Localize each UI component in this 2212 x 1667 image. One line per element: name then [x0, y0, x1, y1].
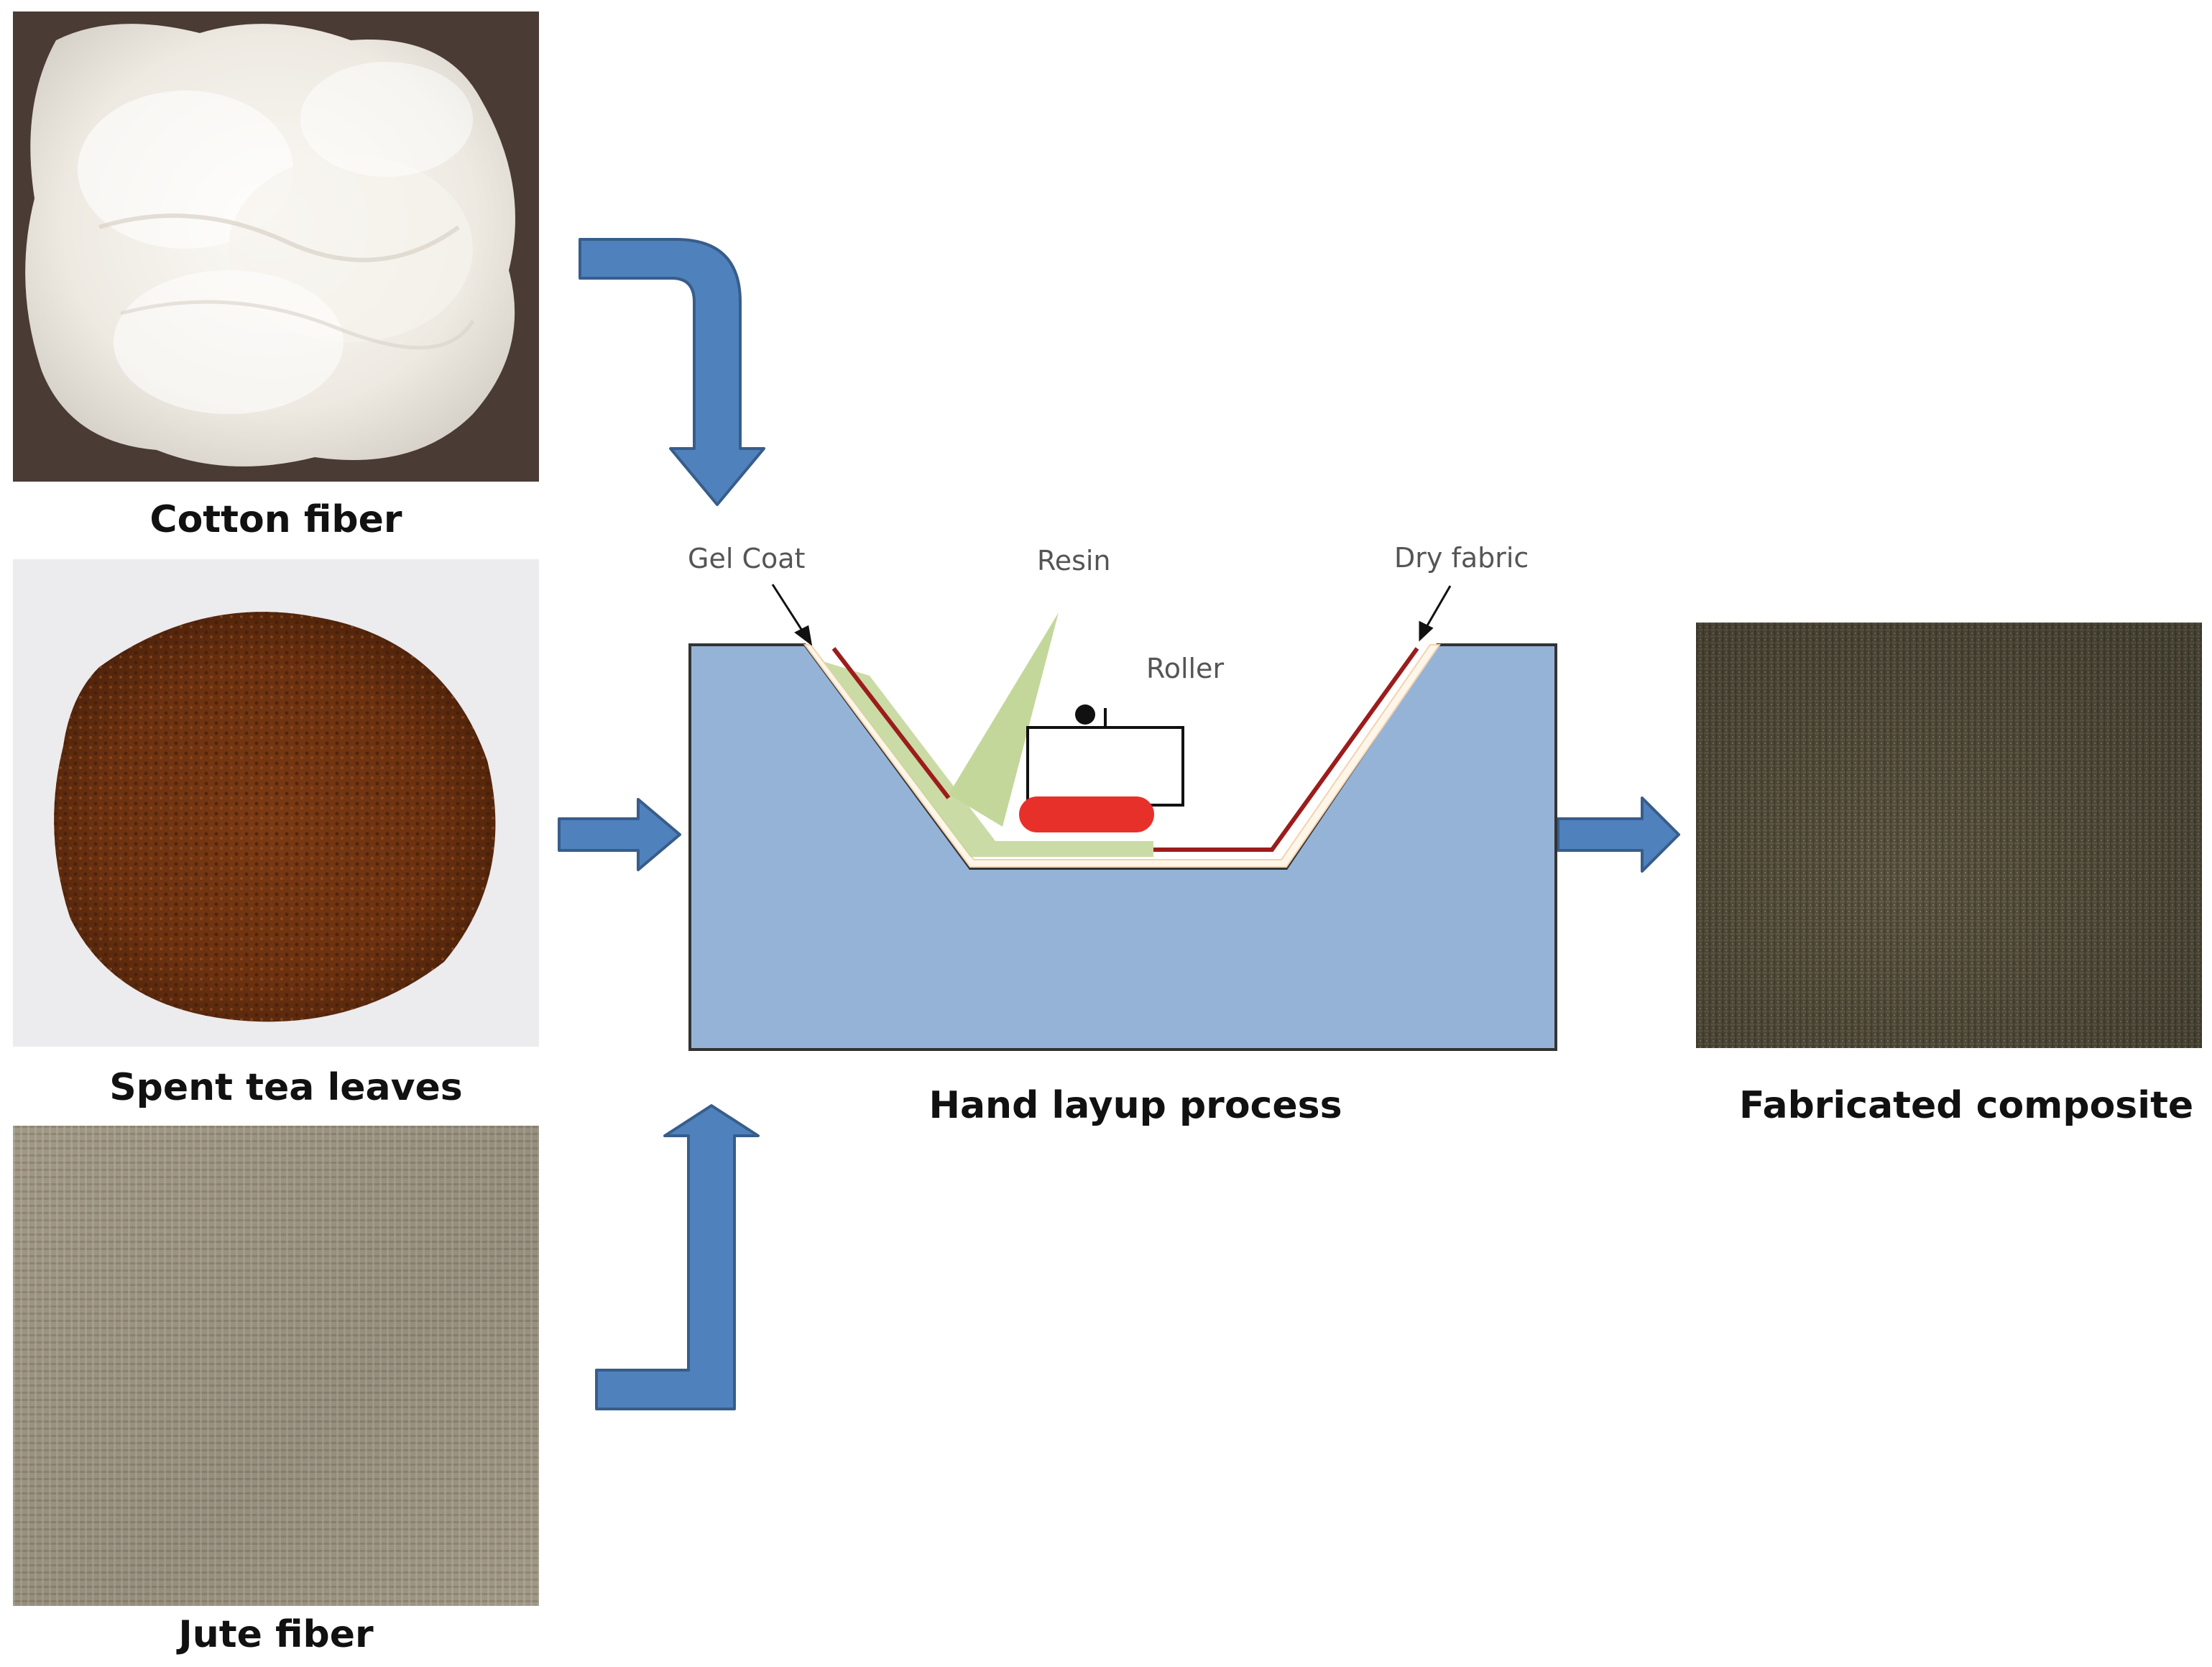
roller-label: Roller [1146, 653, 1224, 684]
spent-tea-leaves-label: Spent tea leaves [109, 1066, 463, 1109]
gel-coat-label: Gel Coat [688, 543, 805, 574]
arrow-process-to-composite [1557, 796, 1680, 873]
resin-wedge [949, 612, 1059, 827]
cotton-fiber-label: Cotton fiber [149, 498, 402, 541]
fabricated-composite-label: Fabricated composite [1739, 1084, 2194, 1127]
arrow-jute-to-process [595, 1104, 760, 1410]
dry-fabric-layer [831, 647, 1419, 852]
arrow-cotton-to-process [579, 238, 765, 506]
jute-fiber-photo [13, 1126, 539, 1606]
hand-layup-diagram: Gel Coat Resin Roller Dry fabric [688, 542, 1557, 1051]
callout-arrows [771, 584, 1452, 646]
jute-fiber-label: Jute fiber [178, 1613, 374, 1656]
spent-tea-leaves-photo [13, 559, 539, 1047]
cotton-fiber-photo [13, 12, 539, 482]
gel-coat-layer [803, 644, 1441, 868]
arrow-tea-to-process [558, 798, 681, 871]
dry-fabric-label: Dry fabric [1394, 542, 1529, 574]
resin-label: Resin [1037, 545, 1111, 577]
fabricated-composite-photo [1696, 623, 2202, 1048]
roller [1019, 704, 1184, 832]
hand-layup-process-label: Hand layup process [928, 1084, 1342, 1127]
